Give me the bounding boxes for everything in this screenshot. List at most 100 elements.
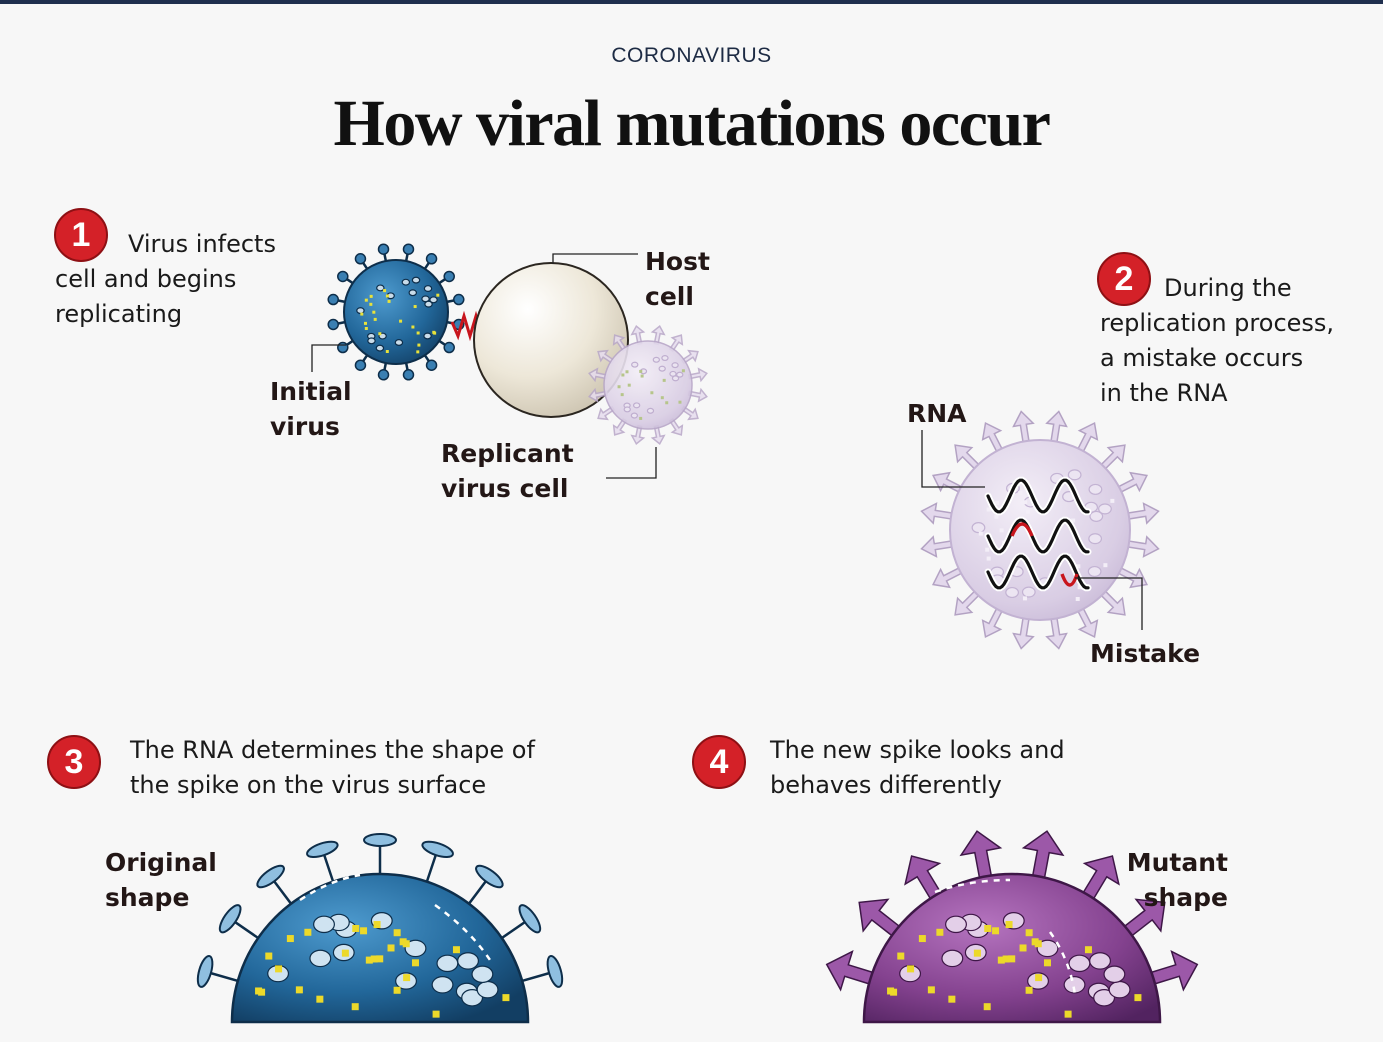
surface-dot [373,921,381,929]
spike-cap-large [218,904,242,934]
step-2-line-3: a mistake occurs [1100,344,1304,372]
arrow-spike [1076,605,1099,639]
surface-bump [457,952,479,970]
surface-bump [1089,952,1111,970]
spike-cap-large [256,864,285,889]
surface-bump [313,915,335,934]
spike-cap [327,318,339,331]
surface-dot [1025,509,1030,514]
replicant-virus-label-line-2: virus cell [441,474,569,503]
surface-dot [907,965,915,973]
surface-dot [316,995,324,1003]
surface-dot [365,956,373,964]
spike-cap-large [196,954,214,988]
step-2-line-1: During the [1164,274,1292,302]
surface-dot [255,987,263,995]
surface-bump [436,954,459,973]
surface-bump [1036,939,1059,958]
rna-wave [986,478,1090,514]
surface-dot [983,1003,991,1011]
surface-dot [621,373,625,377]
surface-dot [432,1010,440,1018]
surface-dot [627,383,631,387]
surface-bump [631,361,639,368]
surface-dot [433,331,437,335]
surface-bump [1108,980,1131,999]
surface-bump [431,976,454,994]
initial-virus-label-line-2: virus [270,412,340,441]
surface-dot [678,400,682,404]
spike-cap [443,270,455,283]
replicant-virus [603,340,693,430]
spike-cap-large [306,840,339,858]
step-2-text: During the replication process, a mistak… [1100,271,1334,411]
page-title: How viral mutations occur [333,87,1051,160]
arrow-spike [1012,410,1035,445]
surface-bump [394,339,404,346]
surface-bump [632,402,641,409]
rna-wave [986,554,1090,590]
host-cell-label: Host cell [645,244,710,314]
surface-dot [1110,498,1115,503]
surface-dot [369,302,373,306]
step-4-line-2: behaves differently [770,771,1002,799]
surface-dot [387,299,391,303]
surface-dot [370,955,378,963]
surface-dot [897,952,905,960]
rna-label: RNA [907,399,967,428]
surface-dot [385,294,389,298]
original-shape-label-line-2: shape [105,883,190,912]
surface-dot [403,974,411,982]
surface-dot [620,393,624,397]
surface-dot [681,369,685,373]
mutant-shape-label-line-2: shape [1143,883,1228,912]
step-3-line-1: The RNA determines the shape of [130,736,535,764]
surface-bump [676,371,684,378]
original-dash-2 [434,903,492,961]
surface-bump [661,355,669,362]
mutant-shape-label-line-1: Mutant [1126,848,1228,877]
surface-dot [402,940,410,948]
spike-cap-large [363,833,397,847]
surface-dot [1025,986,1033,994]
top-rule [0,0,1383,4]
arrow-spike [1122,898,1166,938]
surface-dot [948,995,956,1003]
arrow-spike [959,830,1003,881]
surface-dot [352,924,360,932]
surface-dot [351,1003,359,1011]
surface-dot [372,310,376,314]
host-cell-label-line-1: Host [645,247,710,276]
surface-bump [630,412,639,419]
original-shape-label-line-1: Original [105,848,217,877]
surface-dot [984,924,992,932]
surface-bump [671,362,679,369]
spike-cap [377,369,390,381]
arrow-spike [1076,421,1099,455]
surface-dot [1043,959,1051,967]
surface-dot [995,500,1000,505]
surface-dot [387,944,395,952]
step-4-text: The new spike looks and behaves differen… [770,733,1065,803]
surface-dot [986,507,991,512]
spike-cap-large [475,864,504,889]
rna-mistake-segment [1060,573,1079,587]
arrow-spike [981,421,1004,455]
surface-bump [623,406,631,413]
arrow-spike [1081,855,1120,902]
step-2-line-2: replication process, [1100,309,1335,337]
surface-dot [665,401,669,405]
surface-bump [652,356,661,363]
surface-dot [1076,564,1081,569]
surface-bump [1021,586,1036,598]
surface-dot [1018,490,1023,495]
surface-dot [265,952,273,960]
spike-cap [377,243,390,255]
arrow-spike [1045,410,1068,445]
original-surface-spikes [255,912,510,1018]
step-2-line-4: in the RNA [1100,379,1228,407]
arrow-spike [1099,589,1126,616]
surface-dot [413,305,417,309]
step-4-badge: 4 [692,735,746,789]
infection-scene [311,243,708,479]
